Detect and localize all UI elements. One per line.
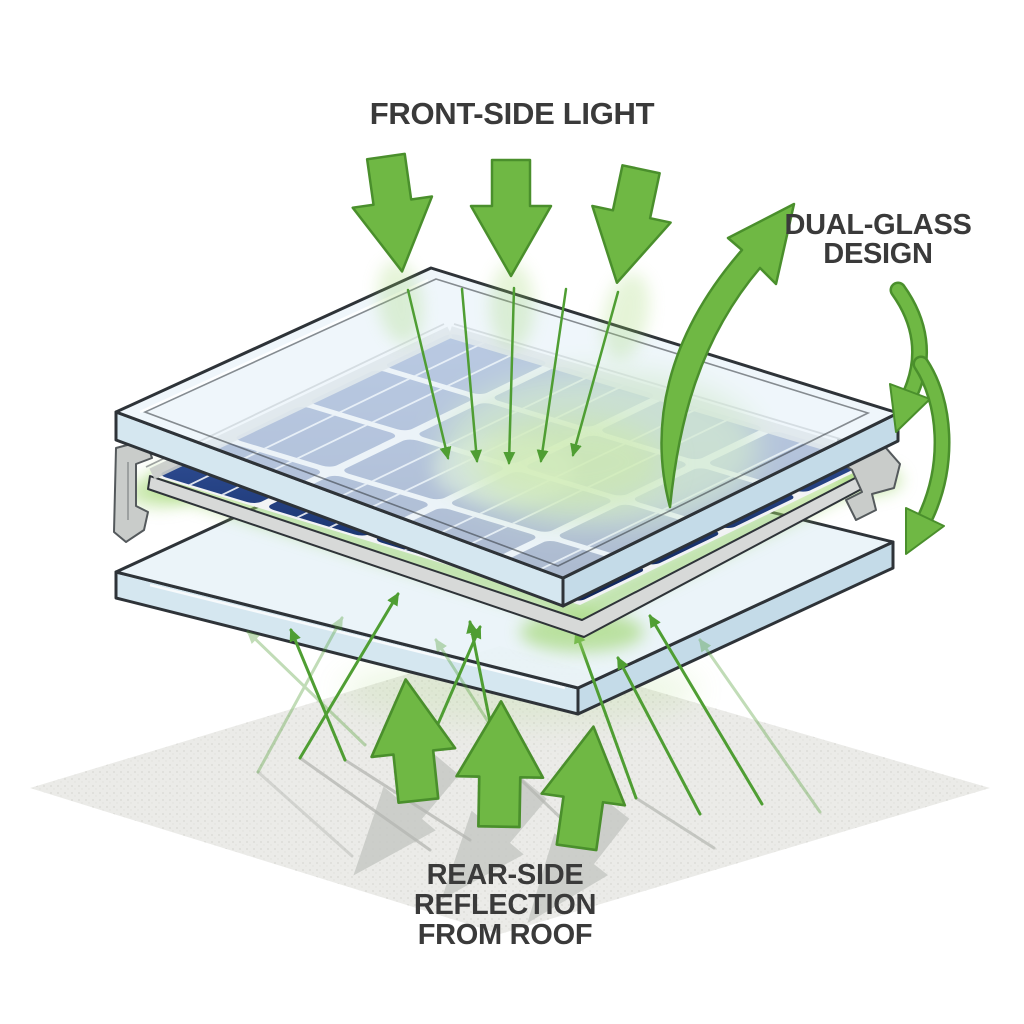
rear-line2: REFLECTION (413, 889, 597, 921)
light-ray (536, 287, 568, 463)
front-side-light-text: FRONT-SIDE LIGHT (369, 96, 655, 131)
reflection-ray (648, 614, 764, 806)
rear-glass-highlight (149, 583, 566, 690)
light-ray (570, 290, 620, 457)
down-arrow (469, 158, 553, 278)
shadow-ray (256, 770, 354, 858)
label-dual-glass-design: DUAL-GLASS DESIGN (758, 211, 998, 269)
dual-glass-line1: DUAL-GLASS (784, 209, 972, 241)
curve-arrowhead (905, 507, 945, 555)
label-rear-side-reflection: REAR-SIDE REFLECTION FROM ROOF (355, 860, 655, 950)
reflection-ray-faded (256, 616, 344, 774)
reflection-ray-faded (698, 638, 822, 814)
rear-reflection-rays (246, 592, 822, 816)
dual-glass-callout-arrows (660, 202, 951, 555)
light-ray (503, 286, 516, 465)
callout-curve-top-glass (889, 281, 931, 433)
dual-glass-line2: DESIGN (823, 238, 933, 270)
shadow-ray (298, 756, 432, 852)
front-light-rays (406, 286, 620, 465)
light-streak (602, 272, 650, 360)
light-streak (377, 260, 423, 344)
reflection-ray-faded (246, 630, 367, 747)
swoosh-arrow-to-label (660, 202, 796, 509)
light-streak (490, 262, 534, 350)
down-arrow (576, 159, 682, 293)
reflection-ray (289, 628, 347, 762)
front-glass-inset-line (142, 278, 871, 567)
over-glass-glow (377, 260, 665, 508)
reflection-ray (298, 592, 400, 760)
label-front-side-light: FRONT-SIDE LIGHT (262, 98, 762, 129)
curve-arrowhead (889, 383, 931, 433)
front-glass-top-face (114, 266, 900, 580)
reflection-ray (574, 630, 638, 800)
light-ray (406, 288, 452, 460)
front-glass-pane (114, 266, 900, 608)
glow-through-glass (475, 416, 665, 508)
light-ray (460, 287, 483, 463)
callout-curve-rear-glass (905, 355, 951, 555)
rear-line1: REAR-SIDE (426, 859, 584, 891)
rear-line3: FROM ROOF (417, 919, 593, 951)
reflection-rays-faded (246, 616, 822, 814)
reflection-ray (616, 656, 702, 816)
shadow-ray (634, 796, 716, 850)
down-arrow (345, 149, 443, 279)
